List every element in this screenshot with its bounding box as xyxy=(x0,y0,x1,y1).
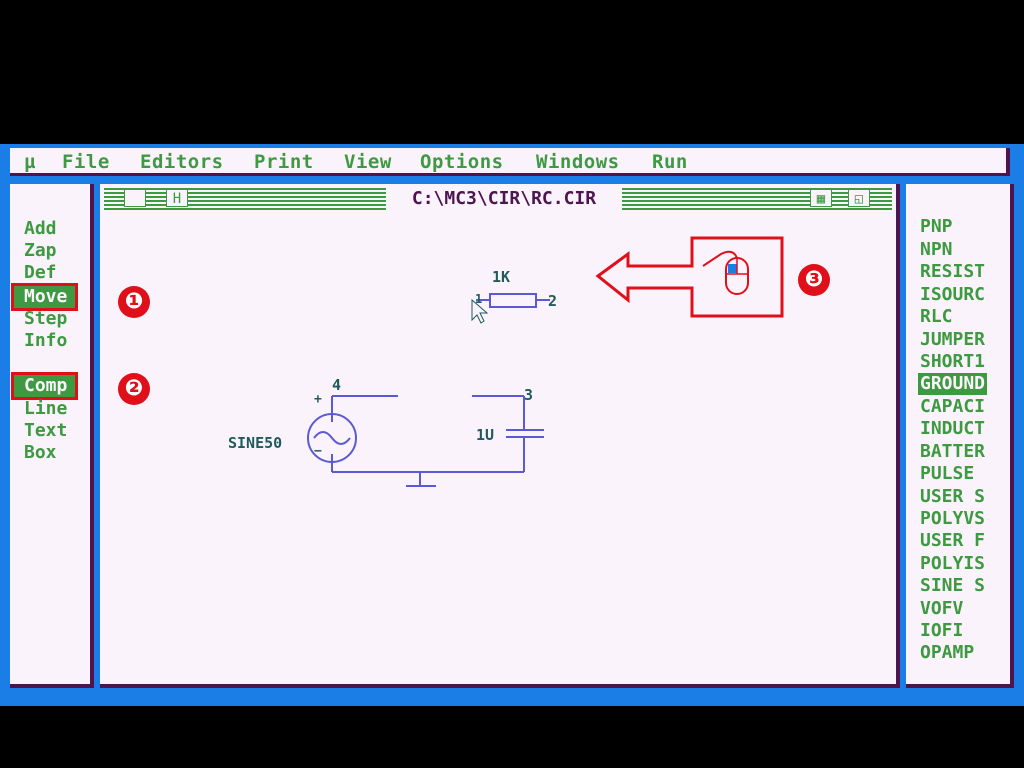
window-help-icon[interactable]: H xyxy=(166,189,188,207)
node-3-label: 3 xyxy=(524,386,534,404)
command-panel: Add Zap Def Move Step Info Comp Line Tex… xyxy=(10,184,94,688)
mouse-pointer-icon xyxy=(471,298,489,324)
cmd-step[interactable]: Step xyxy=(24,308,68,329)
arrow-callout-shape xyxy=(595,236,784,318)
cmd-text[interactable]: Text xyxy=(24,420,68,441)
comp-pnp[interactable]: PNP xyxy=(920,216,953,237)
source-plus-sign: + xyxy=(314,392,322,407)
comp-opamp[interactable]: OPAMP xyxy=(920,642,975,663)
resistor-value: 1K xyxy=(492,268,511,286)
menu-editors[interactable]: Editors xyxy=(140,151,224,173)
component-panel: PNP NPN RESIST ISOURC RLC JUMPER SHORT1 … xyxy=(906,184,1014,688)
comp-iofi[interactable]: IOFI xyxy=(920,620,964,641)
comp-polyvs[interactable]: POLYVS xyxy=(920,508,986,529)
node-4-label: 4 xyxy=(332,376,342,394)
source-minus-sign: − xyxy=(314,444,322,459)
resistor-pin-right: 2 xyxy=(548,292,558,310)
annotation-badge-2: ❷ xyxy=(118,373,150,405)
comp-jumper[interactable]: JUMPER xyxy=(920,329,986,350)
cmd-comp[interactable]: Comp xyxy=(10,372,79,400)
cmd-box[interactable]: Box xyxy=(24,442,57,463)
menu-file[interactable]: File xyxy=(62,151,110,173)
annotation-arrow-callout xyxy=(595,236,784,318)
cmd-add[interactable]: Add xyxy=(24,218,57,239)
comp-pulse[interactable]: PULSE xyxy=(920,463,975,484)
window-resize-icon[interactable]: ◱ xyxy=(848,189,870,207)
comp-rlc[interactable]: RLC xyxy=(920,306,953,327)
comp-polyis[interactable]: POLYIS xyxy=(920,553,986,574)
comp-user-f[interactable]: USER F xyxy=(920,530,986,551)
menu-view[interactable]: View xyxy=(344,151,392,173)
menu-run[interactable]: Run xyxy=(652,151,688,173)
schematic-canvas[interactable] xyxy=(100,214,892,684)
comp-batter[interactable]: BATTER xyxy=(920,441,986,462)
resistor-body xyxy=(489,293,537,308)
annotation-badge-1: ❶ xyxy=(118,286,150,318)
desktop: µ File Editors Print View Options Window… xyxy=(0,144,1024,706)
comp-vofv[interactable]: VOFV xyxy=(920,598,964,619)
annotation-badge-3: ❸ xyxy=(798,264,830,296)
menu-options[interactable]: Options xyxy=(420,151,504,173)
comp-npn[interactable]: NPN xyxy=(920,239,953,260)
cmd-def[interactable]: Def xyxy=(24,262,57,283)
schematic-window: H C:\MC3\CIR\RC.CIR ▦ ◱ xyxy=(100,184,900,688)
comp-resist[interactable]: RESIST xyxy=(920,261,986,282)
capacitor-value: 1U xyxy=(476,426,495,444)
comp-induct[interactable]: INDUCT xyxy=(920,418,986,439)
sine-wave-icon xyxy=(313,431,351,445)
comp-ground[interactable]: GROUND xyxy=(918,373,988,395)
sine-source-symbol xyxy=(307,413,357,463)
menu-windows[interactable]: Windows xyxy=(536,151,620,173)
window-close-icon[interactable] xyxy=(124,189,146,207)
window-titlebar[interactable]: H C:\MC3\CIR\RC.CIR ▦ ◱ xyxy=(104,188,892,210)
menu-print[interactable]: Print xyxy=(254,151,314,173)
comp-capaci[interactable]: CAPACI xyxy=(920,396,986,417)
cmd-info[interactable]: Info xyxy=(24,330,68,351)
comp-sine-s[interactable]: SINE S xyxy=(920,575,986,596)
comp-user-s[interactable]: USER S xyxy=(920,486,986,507)
cmd-zap[interactable]: Zap xyxy=(24,240,57,261)
window-tile-icon[interactable]: ▦ xyxy=(810,189,832,207)
resistor-pin-left: 1 xyxy=(475,292,483,306)
comp-short1[interactable]: SHORT1 xyxy=(920,351,986,372)
cmd-line[interactable]: Line xyxy=(24,398,68,419)
source-name: SINE50 xyxy=(228,434,283,452)
cmd-move[interactable]: Move xyxy=(10,283,79,311)
window-title: C:\MC3\CIR\RC.CIR xyxy=(386,188,622,210)
comp-isourc[interactable]: ISOURC xyxy=(920,284,986,305)
menu-mu[interactable]: µ xyxy=(24,151,36,173)
mouse-icon xyxy=(702,250,749,295)
menu-bar: µ File Editors Print View Options Window… xyxy=(10,148,1010,176)
